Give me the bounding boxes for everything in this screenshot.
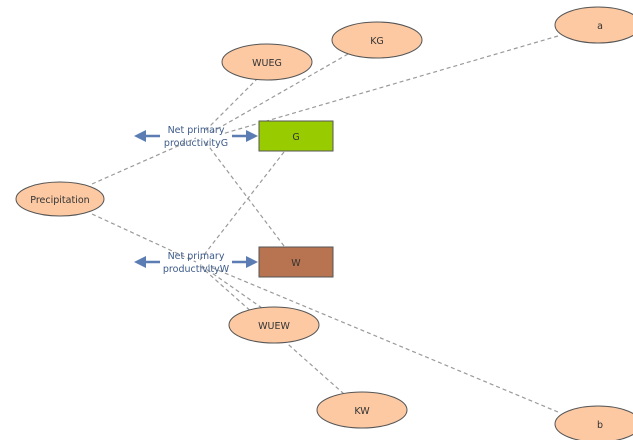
flow-label-g-line1: Net primary: [168, 125, 225, 136]
stock-w[interactable]: W: [258, 246, 334, 278]
link-kg-npp-g: [211, 53, 349, 133]
dependency-links: [91, 35, 559, 413]
stock-g-label: G: [292, 132, 299, 143]
link-precipitation-npp-g: [91, 137, 197, 185]
flow-npp-w[interactable]: Net primary productivityW: [134, 251, 258, 275]
kw-ellipse: [316, 391, 408, 429]
link-w-npp-g: [203, 139, 285, 247]
link-wuew-npp-w: [201, 265, 263, 309]
a-ellipse: [554, 6, 633, 44]
b-ellipse: [554, 405, 633, 440]
stock-g-box: [258, 120, 334, 152]
b-label: b: [597, 420, 603, 431]
variable-precipitation[interactable]: Precipitation: [15, 181, 105, 217]
wuew-label: WUEW: [258, 321, 290, 332]
link-b-npp-w: [207, 265, 559, 413]
variable-kg[interactable]: KG: [331, 21, 423, 59]
stock-g[interactable]: G: [258, 120, 334, 152]
variable-kw[interactable]: KW: [316, 391, 408, 429]
arrow-head-right-g: [246, 130, 258, 142]
wueg-ellipse: [221, 43, 313, 81]
wueg-label: WUEG: [252, 58, 282, 69]
arrow-head-left-g: [134, 130, 146, 142]
precipitation-label: Precipitation: [30, 195, 89, 206]
variable-b[interactable]: b: [554, 405, 633, 440]
stock-w-box: [258, 246, 334, 278]
stock-w-label: W: [291, 258, 301, 269]
flow-label-g-line2: productivityG: [164, 138, 228, 149]
variable-wueg[interactable]: WUEG: [221, 43, 313, 81]
arrow-head-left-w: [134, 256, 146, 268]
variable-a[interactable]: a: [554, 6, 633, 44]
a-label: a: [597, 21, 603, 32]
kw-label: KW: [354, 406, 370, 417]
link-g-npp-w: [199, 151, 285, 261]
wuew-ellipse: [228, 306, 320, 344]
kg-ellipse: [331, 21, 423, 59]
link-wueg-npp-g: [203, 77, 259, 133]
arrow-head-right-w: [246, 256, 258, 268]
precipitation-ellipse: [15, 181, 105, 217]
flow-npp-g[interactable]: Net primary productivityG: [134, 125, 258, 149]
variable-wuew[interactable]: WUEW: [228, 306, 320, 344]
flow-label-w-line1: Net primary: [168, 251, 225, 262]
kg-label: KG: [370, 36, 384, 47]
link-a-npp-g: [221, 35, 559, 135]
flow-label-w-line2: productivityW: [163, 264, 230, 275]
link-precipitation-npp-w: [91, 213, 197, 263]
